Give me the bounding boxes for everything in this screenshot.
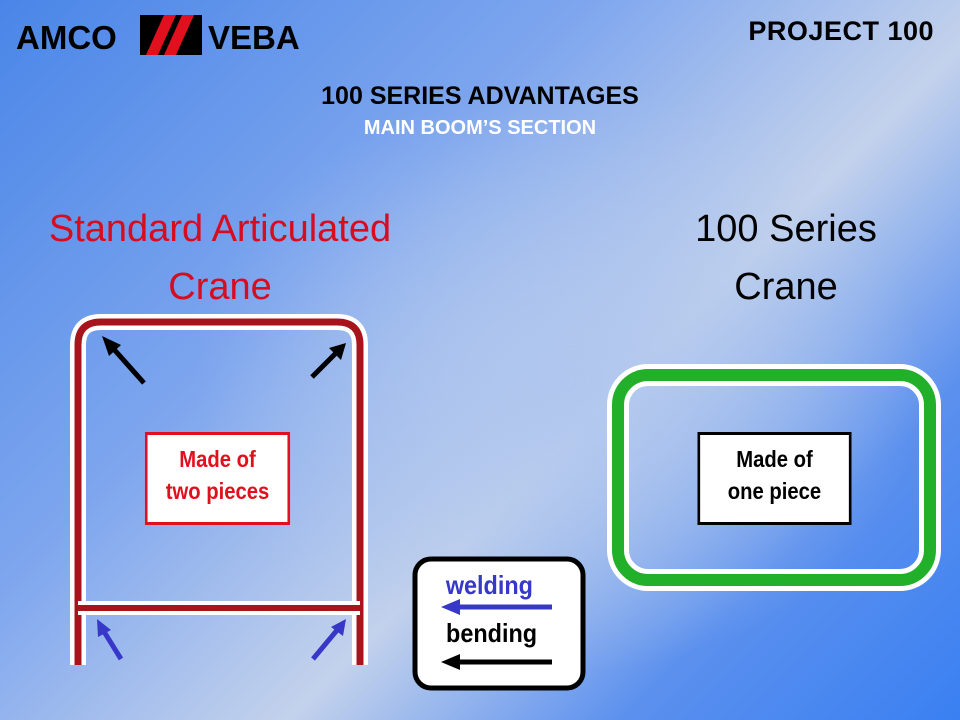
legend-box — [412, 556, 586, 691]
logo-emblem-icon — [140, 15, 202, 55]
series-section-shape — [607, 364, 941, 591]
series-heading-line2: Crane — [734, 266, 838, 308]
logo-text-right: VEBA — [208, 19, 300, 56]
slide-title: 100 SERIES ADVANTAGES — [321, 82, 639, 110]
series-crane-heading: 100 Series Crane — [560, 200, 960, 316]
slide-subtitle: MAIN BOOM’S SECTION — [363, 117, 597, 139]
welding-arrow-icon — [311, 619, 346, 661]
legend-welding-label: welding — [445, 570, 533, 600]
logo-text-left: AMCO — [16, 19, 117, 56]
bending-arrow-icon — [102, 336, 146, 385]
two-pieces-label-box: Made of two pieces — [144, 432, 291, 525]
welding-arrow-icon — [97, 619, 124, 661]
standard-section-shape — [70, 314, 368, 665]
legend-bending-arrow-icon — [441, 654, 552, 670]
bending-arrow-icon — [310, 343, 346, 379]
standard-crane-heading: Standard Articulated Crane — [0, 200, 440, 316]
one-piece-line1: Made of — [736, 446, 813, 472]
one-piece-label-box: Made of one piece — [697, 432, 852, 525]
series-heading-line1: 100 Series — [695, 208, 877, 250]
legend-bending-label: bending — [446, 618, 538, 648]
two-pieces-line1: Made of — [179, 446, 256, 472]
legend-welding-arrow-icon — [441, 599, 552, 615]
two-pieces-line2: two pieces — [165, 478, 270, 504]
one-piece-line2: one piece — [727, 478, 822, 504]
project-label: PROJECT 100 — [748, 16, 934, 46]
standard-heading-line1: Standard Articulated — [48, 208, 392, 250]
standard-heading-line2: Crane — [168, 266, 272, 308]
amco-veba-logo: AMCO VEBA — [16, 15, 300, 56]
